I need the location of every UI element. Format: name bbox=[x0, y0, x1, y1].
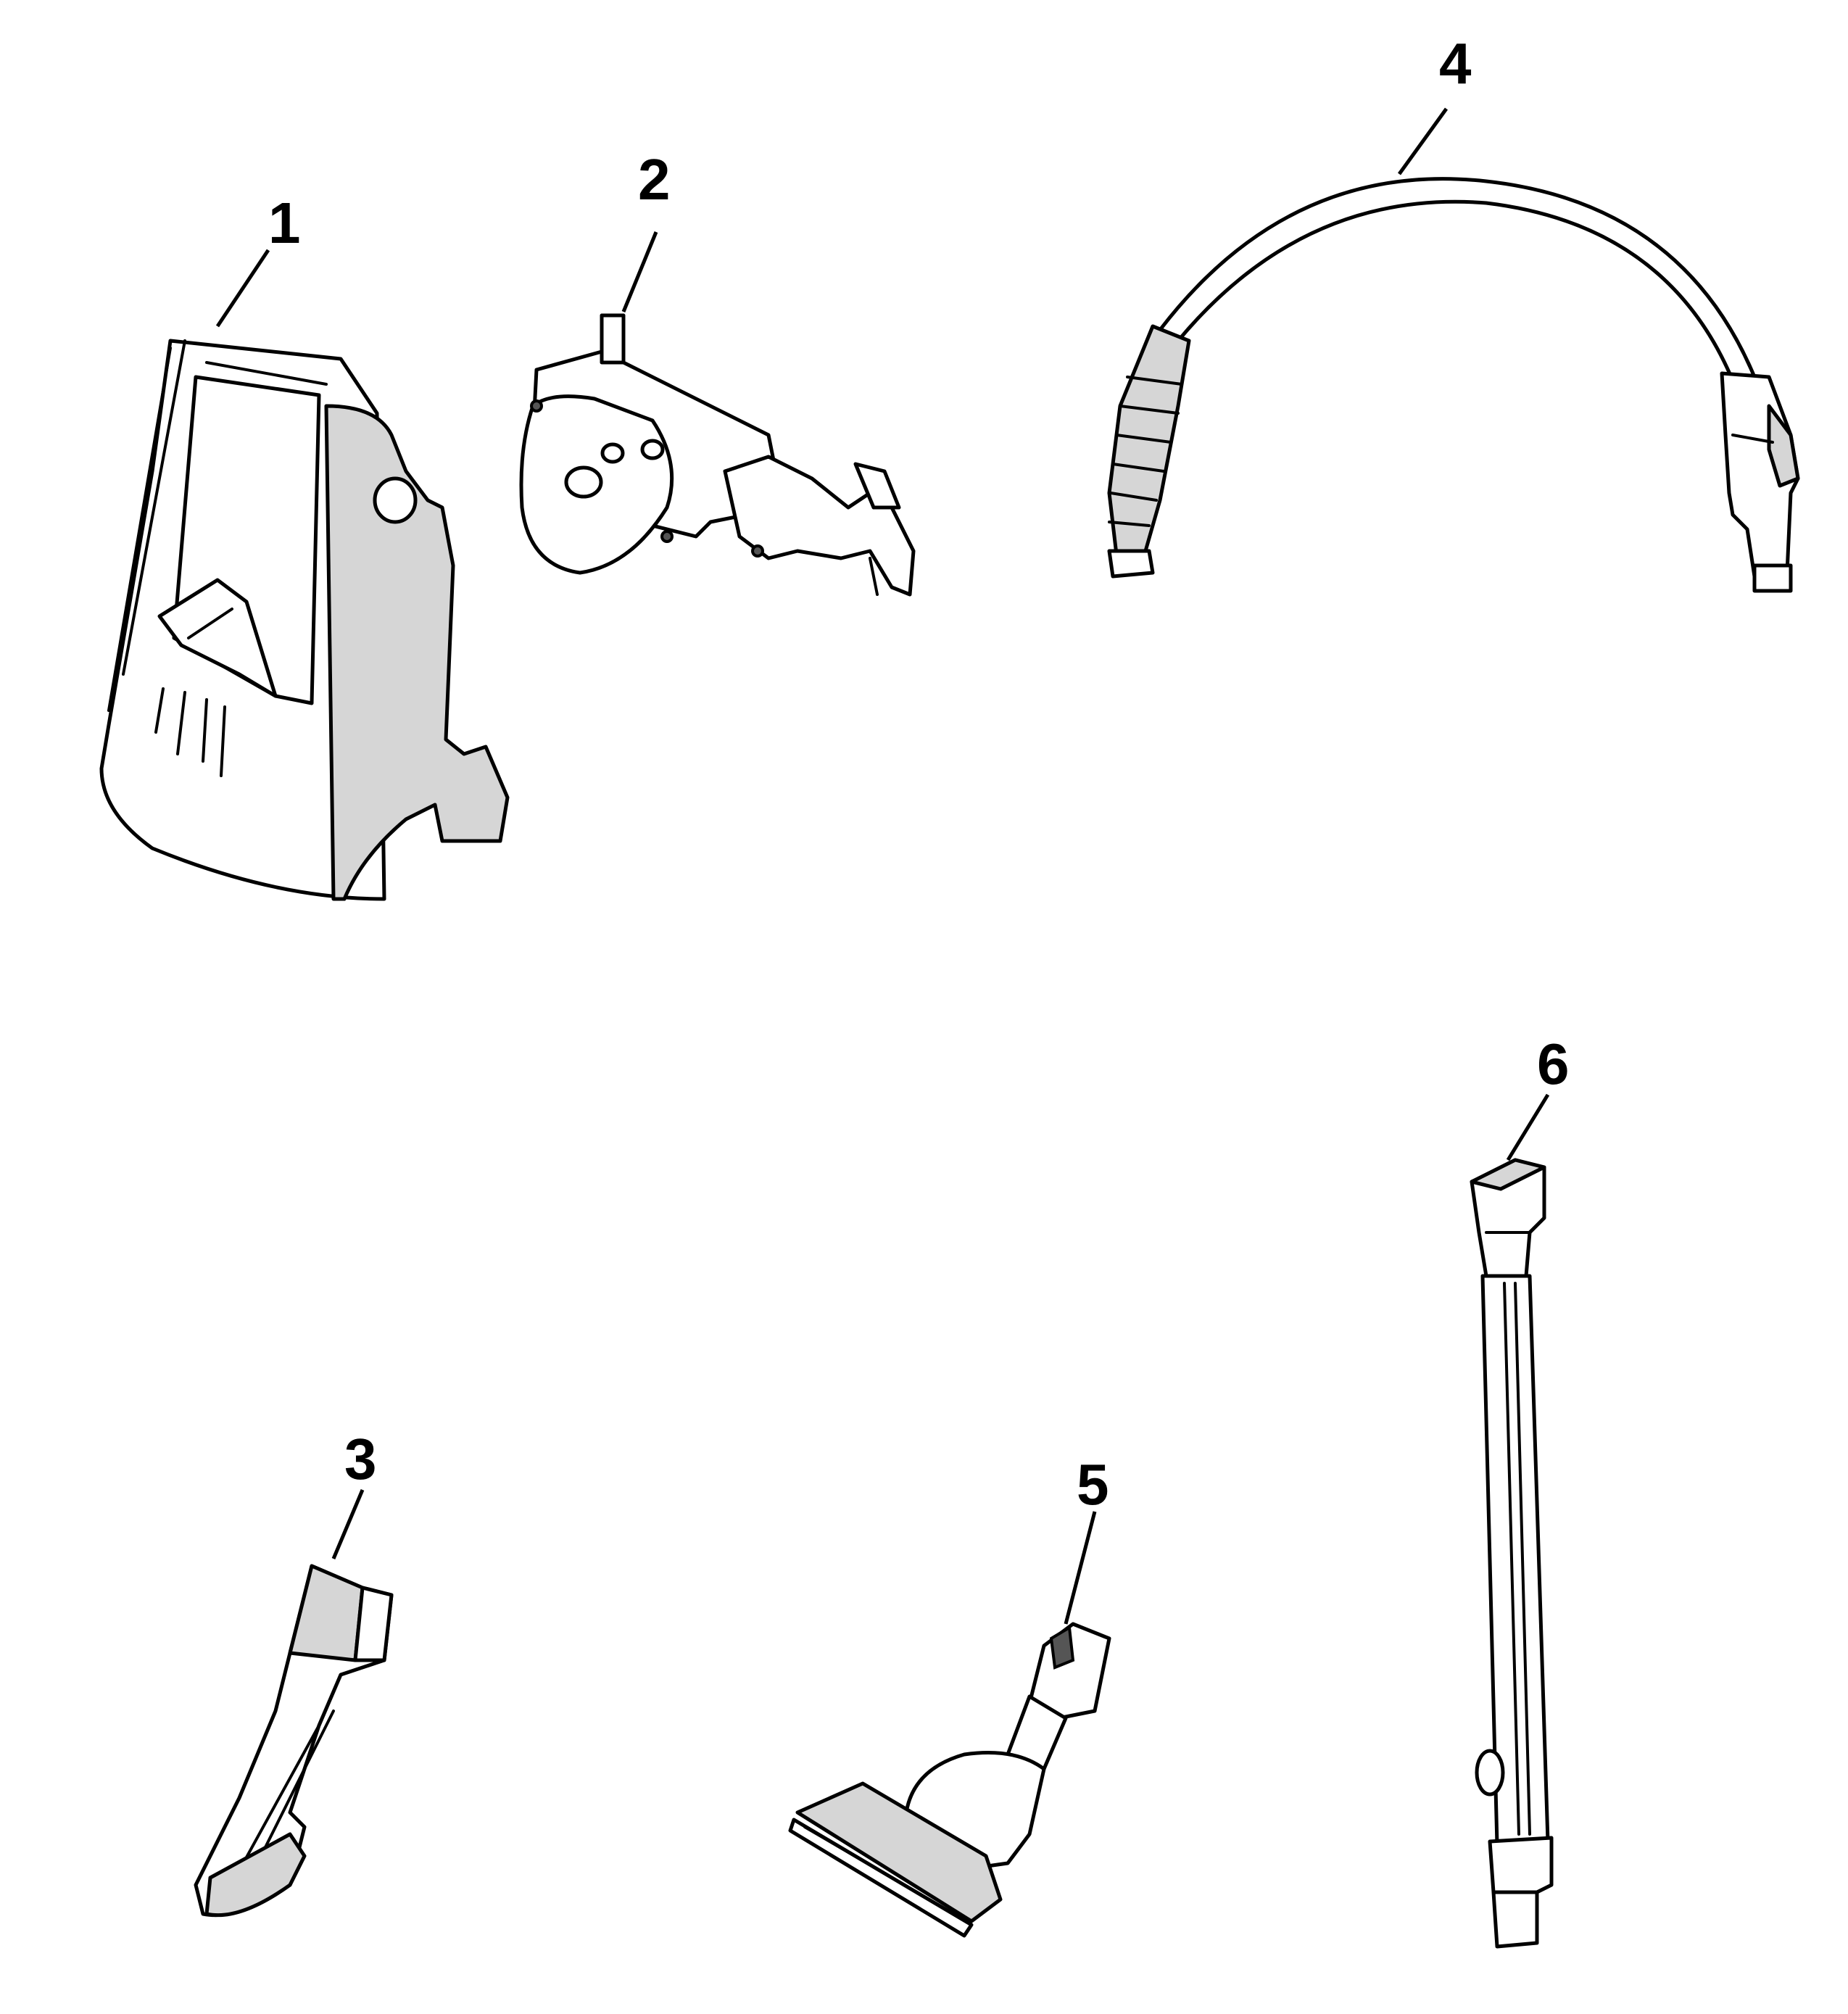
leader-5 bbox=[1064, 1511, 1097, 1625]
leader-3 bbox=[331, 1489, 365, 1559]
part-4-hose bbox=[1107, 177, 1800, 593]
part-2-bracket bbox=[519, 313, 916, 597]
callout-5: 5 bbox=[1077, 1452, 1109, 1517]
part-1-housing bbox=[99, 339, 510, 901]
callout-1: 1 bbox=[268, 191, 301, 255]
callout-2: 2 bbox=[638, 147, 671, 212]
callout-leaders bbox=[215, 107, 1550, 1625]
callout-4: 4 bbox=[1439, 31, 1472, 96]
part-3-crevice-tool bbox=[194, 1564, 394, 1918]
callout-numbers: 1 2 3 4 5 6 bbox=[268, 31, 1570, 1517]
callout-6: 6 bbox=[1537, 1032, 1570, 1096]
leader-1 bbox=[215, 249, 270, 328]
leader-6 bbox=[1506, 1093, 1550, 1161]
part-5-upholstery-nozzle bbox=[788, 1622, 1111, 1938]
leader-2 bbox=[621, 231, 658, 312]
leader-4 bbox=[1397, 107, 1449, 175]
callout-3: 3 bbox=[344, 1427, 377, 1491]
part-6-extension-wand bbox=[1470, 1158, 1554, 1949]
